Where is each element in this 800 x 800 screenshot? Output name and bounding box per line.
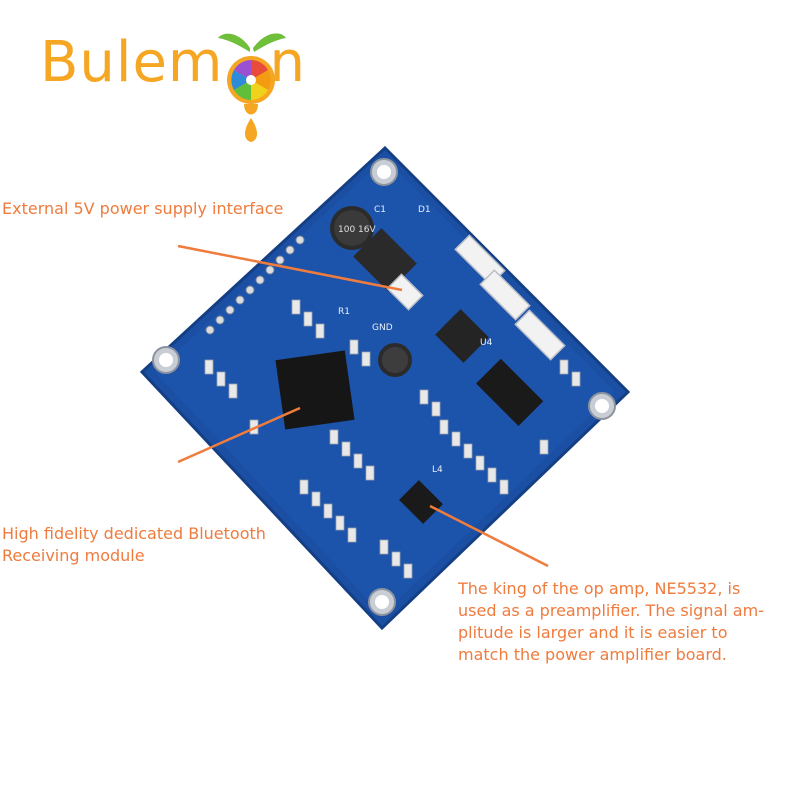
callout-opamp: The king of the op amp, NE5532, is used … (458, 579, 764, 664)
svg-text:L4: L4 (432, 465, 443, 475)
svg-text:D1: D1 (418, 205, 431, 215)
ne5532-chip (399, 480, 443, 524)
mounting-holes (152, 158, 616, 616)
svg-text:U4: U4 (480, 338, 493, 348)
lemon-icon (218, 33, 286, 142)
pointer-opamp (429, 504, 549, 568)
pointer-bluetooth (177, 406, 301, 464)
connectors (386, 234, 566, 361)
pointer-power (177, 244, 403, 292)
svg-text:C1: C1 (374, 205, 386, 215)
svg-text:R1: R1 (338, 307, 350, 317)
regulator-ic (435, 309, 489, 363)
callout-bluetooth-module: High fidelity dedicated Bluetooth Receiv… (2, 524, 266, 565)
capacitor-small (378, 343, 412, 377)
capacitor-large: 100 16V (330, 206, 376, 250)
svg-text:GND: GND (372, 323, 393, 333)
callout-power-interface: External 5V power supply interface (2, 199, 284, 218)
pin-header (205, 235, 305, 335)
op-amp-chip (476, 358, 544, 426)
svg-text:100 16V: 100 16V (338, 225, 376, 235)
